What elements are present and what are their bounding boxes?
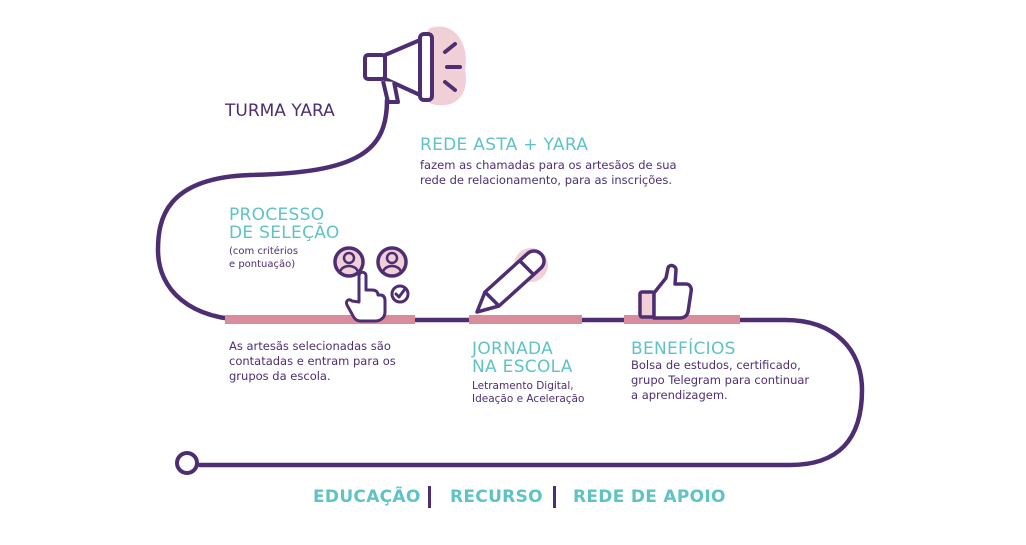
pencil-icon xyxy=(475,248,548,314)
person-icon xyxy=(376,246,408,278)
processo-title-line: PROCESSO xyxy=(229,205,325,225)
footer-rede-de-apoio: REDE DE APOIO xyxy=(573,487,726,507)
jornada-text-line: Ideação e Aceleração xyxy=(472,393,585,405)
beneficios-text-line: a aprendizagem. xyxy=(631,388,728,402)
processo-title-line: DE SELEÇÃO xyxy=(229,223,340,243)
rede-text-line: fazem as chamadas para os artesãos de su… xyxy=(420,158,677,172)
footer-educacao: EDUCAÇÃO xyxy=(313,487,421,507)
jornada-text-line: Letramento Digital, xyxy=(472,380,574,392)
hand-pointer-icon xyxy=(345,270,387,323)
processo-note: (com critérios e pontuação) xyxy=(229,245,298,271)
journey-path xyxy=(155,97,865,468)
footer-separator xyxy=(428,486,431,508)
rede-text: fazem as chamadas para os artesãos de su… xyxy=(420,158,677,188)
footer-separator xyxy=(553,486,556,508)
processo-note-line: (com critérios xyxy=(229,246,299,257)
beneficios-text-line: grupo Telegram para continuar xyxy=(631,373,810,387)
beneficios-text-line: Bolsa de estudos, certificado, xyxy=(631,358,801,372)
beneficios-text: Bolsa de estudos, certificado, grupo Tel… xyxy=(631,358,809,403)
processo-title: PROCESSO DE SELEÇÃO xyxy=(229,206,340,242)
beneficios-title: BENEFÍCIOS xyxy=(631,339,736,359)
check-icon xyxy=(390,284,410,304)
milestone-bar-jornada xyxy=(469,315,582,324)
start-circle xyxy=(175,451,199,475)
thumbs-up-icon xyxy=(638,263,693,320)
rede-title: REDE ASTA + YARA xyxy=(420,135,589,155)
rede-text-line: rede de relacionamento, para as inscriçõ… xyxy=(420,173,672,187)
selecionadas-text-line: As artesãs selecionadas são xyxy=(229,339,391,353)
jornada-text: Letramento Digital, Ideação e Aceleração xyxy=(472,380,584,406)
jornada-title-line: JORNADA xyxy=(472,339,554,359)
milestone-bar-selection xyxy=(225,315,415,324)
person-icon xyxy=(333,246,365,278)
jornada-title-line: NA ESCOLA xyxy=(472,357,573,377)
jornada-title: JORNADA NA ESCOLA xyxy=(472,340,573,376)
start-label: TURMA YARA xyxy=(225,101,335,121)
footer-recurso: RECURSO xyxy=(450,487,543,507)
selecionadas-text-line: grupos da escola. xyxy=(229,369,331,383)
selecionadas-text: As artesãs selecionadas são contatadas e… xyxy=(229,339,396,384)
selecionadas-text-line: contatadas e entram para os xyxy=(229,354,396,368)
processo-note-line: e pontuação) xyxy=(229,259,296,270)
megaphone-icon xyxy=(363,26,466,106)
